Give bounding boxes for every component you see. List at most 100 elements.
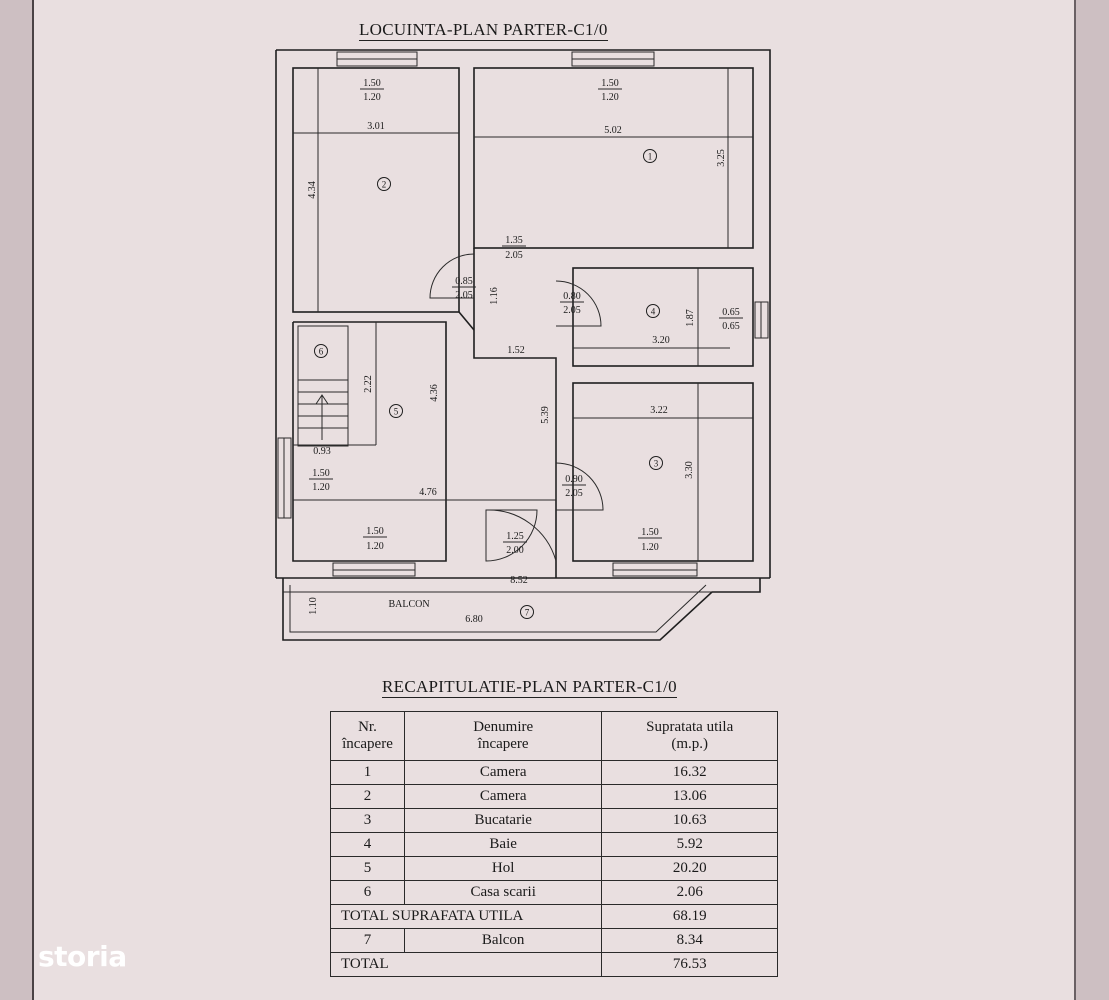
dimension-label: 3.20 (652, 335, 670, 346)
room-4-walls (572, 267, 754, 367)
room-nr: 1 (330, 760, 405, 785)
room-number: 5 (394, 407, 399, 417)
room-name: Balcon (403, 928, 603, 953)
total-util-row: TOTAL SUPRAFATA UTILA 68.19 (329, 904, 778, 929)
dimension-label: 3.22 (650, 405, 668, 416)
room-2-walls (292, 67, 460, 313)
room-name: Camera (403, 784, 603, 809)
room-number: 4 (651, 307, 656, 317)
balcony-label: BALCON (388, 599, 429, 610)
door-width: 0.85 (455, 276, 473, 287)
door-height: 2.05 (563, 305, 581, 316)
table-row: 3 Bucatarie 10.63 (330, 808, 778, 833)
room-marker (314, 344, 328, 358)
dimension-label: 4.76 (419, 487, 437, 498)
dimension-label: 1.52 (507, 345, 525, 356)
room-nr: 3 (330, 808, 405, 833)
dimension-label: 4.34 (307, 181, 318, 199)
header-area: Supratata utila(m.p.) (601, 711, 778, 761)
room-area: 8.34 (601, 928, 778, 953)
dimension-label: 6.80 (465, 614, 483, 625)
room-marker (649, 456, 663, 470)
total-row: TOTAL 76.53 (329, 952, 778, 977)
total-util-value: 68.19 (601, 904, 778, 929)
door-height: 2.05 (505, 250, 523, 261)
total-value: 76.53 (601, 952, 778, 977)
room-nr: 5 (330, 856, 405, 881)
door-height: 2.00 (506, 545, 524, 556)
door-height: 2.05 (565, 488, 583, 499)
room-nr: 4 (330, 832, 405, 857)
room-area: 5.92 (601, 832, 778, 857)
room-area: 2.06 (601, 880, 778, 905)
room-number: 6 (319, 347, 324, 357)
room-marker (389, 404, 403, 418)
dimension-label: 4.36 (429, 384, 440, 402)
window-height: 1.20 (363, 92, 381, 103)
door-width: 1.35 (505, 235, 523, 246)
room-1-walls (473, 67, 754, 249)
table-row: 5 Hol 20.20 (330, 856, 778, 881)
recap-title: RECAPITULATIE-PLAN PARTER-C1/0 (382, 677, 677, 698)
room-nr: 2 (330, 784, 405, 809)
balcony-inner (289, 584, 707, 633)
door-swing (429, 253, 475, 299)
room-name: Camera (403, 760, 603, 785)
window-width: 1.50 (601, 78, 619, 89)
room-area: 13.06 (601, 784, 778, 809)
door-swing (485, 509, 557, 562)
room-marker (377, 177, 391, 191)
door-swing (485, 509, 538, 562)
dimension-label: 1.87 (685, 309, 696, 327)
storia-logo: storia (38, 940, 127, 973)
dimension-label: 3.30 (684, 461, 695, 479)
balcony-outline (282, 578, 761, 641)
dimension-label: 1.10 (308, 597, 319, 615)
table-row: 7 Balcon 8.34 (330, 928, 778, 953)
room-nr: 7 (330, 928, 405, 953)
window-height: 1.20 (641, 542, 659, 553)
table-row: 6 Casa scarii 2.06 (330, 880, 778, 905)
window-height: 1.20 (601, 92, 619, 103)
window-width: 1.50 (366, 526, 384, 537)
room-number: 3 (654, 459, 659, 469)
room-nr: 6 (330, 880, 405, 905)
room-marker (643, 149, 657, 163)
room-name: Baie (403, 832, 603, 857)
dimension-label: 1.16 (489, 287, 500, 305)
total-label: TOTAL (329, 952, 603, 977)
window-width: 1.50 (312, 468, 330, 479)
door-swing (555, 280, 602, 327)
window-height: 0.65 (722, 321, 740, 332)
room-area: 20.20 (601, 856, 778, 881)
room-name: Bucatarie (403, 808, 603, 833)
dimension-label: 5.02 (604, 125, 622, 136)
stair-arrow-icon (315, 394, 329, 405)
room-name: Hol (403, 856, 603, 881)
room-name: Casa scarii (403, 880, 603, 905)
door-height: 2.05 (455, 290, 473, 301)
dimension-label: 3.25 (716, 149, 727, 167)
room-number: 7 (525, 608, 530, 618)
window-width: 1.50 (641, 527, 659, 538)
window-height: 1.20 (366, 541, 384, 552)
window-height: 1.20 (312, 482, 330, 493)
dimension-label: 5.39 (540, 406, 551, 424)
room-5-walls (292, 321, 447, 562)
dimension-label: 2.22 (363, 375, 374, 393)
window-width: 0.65 (722, 307, 740, 318)
door-width: 0.90 (565, 474, 583, 485)
door-width: 1.25 (506, 531, 524, 542)
room-marker (646, 304, 660, 318)
dimension-label: 8.52 (510, 575, 528, 586)
room-3-walls (572, 382, 754, 562)
table-row: 4 Baie 5.92 (330, 832, 778, 857)
room-marker (520, 605, 534, 619)
plan-title: LOCUINTA-PLAN PARTER-C1/0 (359, 20, 608, 41)
room-number: 1 (648, 152, 653, 162)
door-width: 0.80 (563, 291, 581, 302)
